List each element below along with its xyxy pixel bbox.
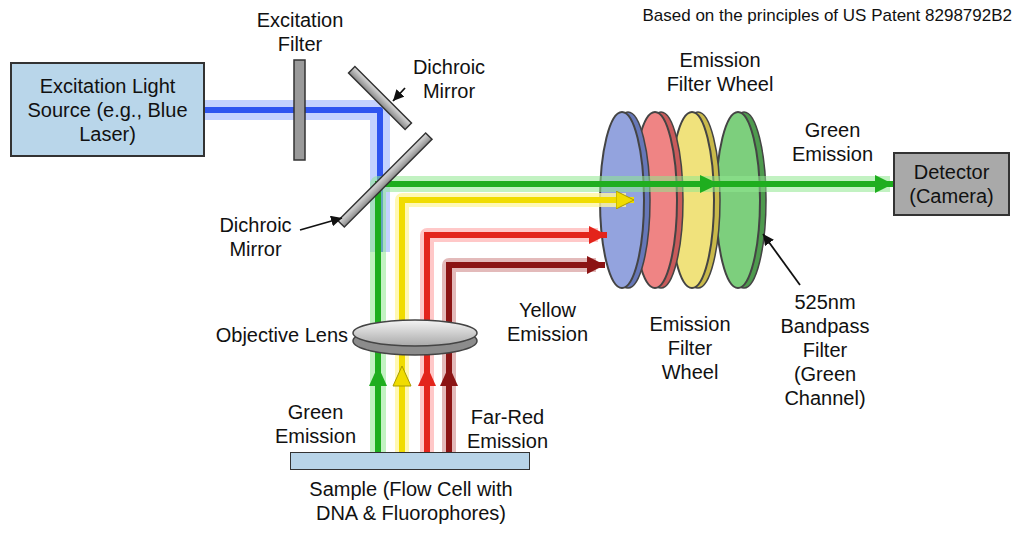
arrowhead <box>700 175 719 193</box>
objective-lens <box>353 320 477 346</box>
dichroic-mirror <box>338 133 432 227</box>
leader-line <box>300 218 342 230</box>
sample-flow-cell: Sample (Flow Cell with DNA & Fluorophore… <box>290 452 530 470</box>
detector-box: Detector (Camera) <box>893 152 1010 216</box>
dichroic-mirror <box>349 67 412 130</box>
part-label: Dichroic Mirror <box>404 55 494 103</box>
green-emission-beam <box>378 184 893 452</box>
node-text: Sample (Flow Cell with DNA & Fluorophore… <box>306 477 516 525</box>
signal-label: Green Emission <box>785 118 880 166</box>
part-label: 525nm Bandpass Filter (Green Channel) <box>775 290 875 410</box>
arrowhead <box>393 366 411 386</box>
signal-label: Green Emission <box>268 400 363 448</box>
part-label: Dichroic Mirror <box>208 213 303 261</box>
part-label: Emission Filter Wheel <box>660 48 780 96</box>
leader-line <box>763 234 800 285</box>
node-text: Excitation Light Source (e.g., Blue Lase… <box>22 74 193 146</box>
arrowhead <box>418 366 436 386</box>
part-label: Excitation Filter <box>250 8 350 56</box>
arrowhead <box>440 366 458 386</box>
far-red-beam-glow <box>449 265 596 452</box>
leader-line <box>393 88 405 101</box>
part-label: Emission Filter Wheel <box>640 312 740 384</box>
light-source-box: Excitation Light Source (e.g., Blue Lase… <box>10 62 205 157</box>
signal-label: Far-Red Emission <box>455 405 560 453</box>
green-beam-glow <box>378 184 890 452</box>
arrowhead <box>369 366 387 386</box>
node-text: Detector (Camera) <box>901 160 1002 208</box>
green-filter-disc <box>716 112 760 288</box>
far-red-emission-beam <box>449 265 605 452</box>
excitation-filter <box>294 60 305 160</box>
part-label: Objective Lens <box>180 323 348 347</box>
signal-label: Yellow Emission <box>495 298 600 346</box>
patent-note: Based on the principles of US Patent 829… <box>560 6 1012 26</box>
